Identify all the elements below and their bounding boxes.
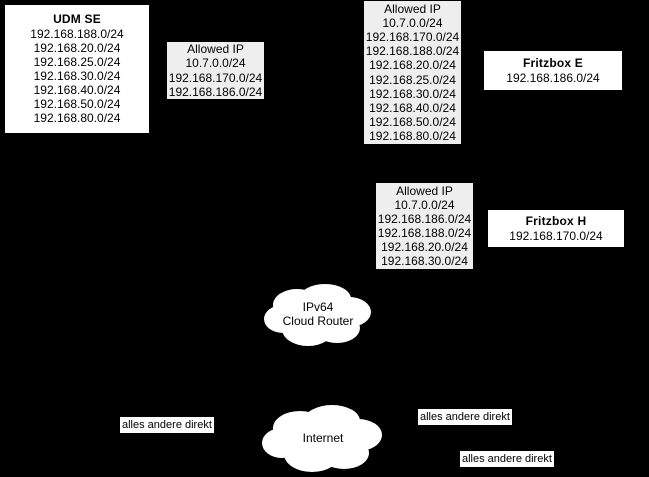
cloud-shape-icon: [262, 405, 382, 472]
node-allowed-ip-mid-header: Allowed IP: [396, 183, 453, 198]
node-ipv64-cloud-router-label-line2: Cloud Router: [282, 314, 354, 329]
node-internet[interactable]: Internet: [262, 404, 384, 474]
node-allowed-ip-top-network-7: 192.168.50.0/24: [369, 114, 456, 129]
node-udm-se-network-2: 192.168.25.0/24: [33, 54, 121, 69]
node-allowed-ip-mid-network-3: 192.168.20.0/24: [381, 240, 468, 255]
node-allowed-ip-left-network-2: 192.168.186.0/24: [168, 84, 263, 99]
edge-label-alles-andere-direkt-right-upper: alles andere direkt: [418, 409, 512, 425]
node-udm-se-network-3: 192.168.30.0/24: [33, 69, 121, 83]
cloud-shape-icon: [264, 284, 371, 346]
node-fritzbox-e-title: Fritzbox E: [522, 56, 583, 71]
node-allowed-ip-top-network-5: 192.168.30.0/24: [369, 86, 456, 101]
node-udm-se-network-5: 192.168.50.0/24: [33, 97, 121, 112]
node-allowed-ip-mid[interactable]: Allowed IP 10.7.0.0/24 192.168.186.0/24 …: [375, 182, 474, 270]
node-allowed-ip-top-network-3: 192.168.20.0/24: [369, 58, 456, 73]
node-allowed-ip-left-header: Allowed IP: [187, 42, 244, 57]
node-allowed-ip-top-network-2: 192.168.188.0/24: [365, 44, 460, 59]
node-allowed-ip-mid-network-2: 192.168.188.0/24: [377, 226, 472, 240]
node-allowed-ip-top[interactable]: Allowed IP 10.7.0.0/24 192.168.170.0/24 …: [363, 0, 462, 145]
node-ipv64-cloud-router-label-line1: IPv64: [302, 300, 334, 314]
node-allowed-ip-top-header: Allowed IP: [384, 1, 441, 16]
node-allowed-ip-left-network-1: 192.168.170.0/24: [168, 70, 263, 85]
node-allowed-ip-top-network-0: 10.7.0.0/24: [382, 15, 443, 30]
node-allowed-ip-mid-network-1: 192.168.186.0/24: [377, 211, 472, 226]
node-fritzbox-h[interactable]: Fritzbox H 192.168.170.0/24: [487, 209, 625, 248]
node-allowed-ip-top-network-6: 192.168.40.0/24: [369, 100, 456, 115]
node-udm-se-network-4: 192.168.40.0/24: [33, 83, 121, 98]
node-fritzbox-e-network-0: 192.168.186.0/24: [506, 70, 600, 85]
node-fritzbox-e[interactable]: Fritzbox E 192.168.186.0/24: [483, 50, 623, 91]
node-fritzbox-h-network-0: 192.168.170.0/24: [509, 228, 603, 243]
node-udm-se-network-1: 192.168.20.0/24: [33, 40, 121, 55]
node-fritzbox-h-title: Fritzbox H: [525, 214, 587, 229]
node-allowed-ip-top-network-1: 192.168.170.0/24: [365, 30, 460, 45]
node-allowed-ip-left-network-0: 10.7.0.0/24: [185, 56, 246, 71]
node-udm-se-network-6: 192.168.80.0/24: [33, 111, 121, 126]
node-allowed-ip-mid-network-4: 192.168.30.0/24: [381, 254, 468, 269]
node-udm-se[interactable]: UDM SE 192.168.188.0/24 192.168.20.0/24 …: [4, 4, 150, 134]
node-allowed-ip-top-network-4: 192.168.25.0/24: [369, 72, 456, 87]
node-allowed-ip-mid-network-0: 10.7.0.0/24: [394, 197, 455, 212]
node-udm-se-title: UDM SE: [53, 12, 101, 27]
node-allowed-ip-top-network-8: 192.168.80.0/24: [369, 129, 456, 144]
node-udm-se-network-0: 192.168.188.0/24: [30, 26, 124, 41]
edge-label-alles-andere-direkt-right-lower: alles andere direkt: [460, 451, 554, 467]
edge-label-alles-andere-direkt-left: alles andere direkt: [120, 417, 214, 433]
node-allowed-ip-left[interactable]: Allowed IP 10.7.0.0/24 192.168.170.0/24 …: [166, 41, 265, 100]
node-ipv64-cloud-router[interactable]: IPv64 Cloud Router: [263, 283, 373, 350]
node-internet-label-line1: Internet: [302, 431, 344, 445]
